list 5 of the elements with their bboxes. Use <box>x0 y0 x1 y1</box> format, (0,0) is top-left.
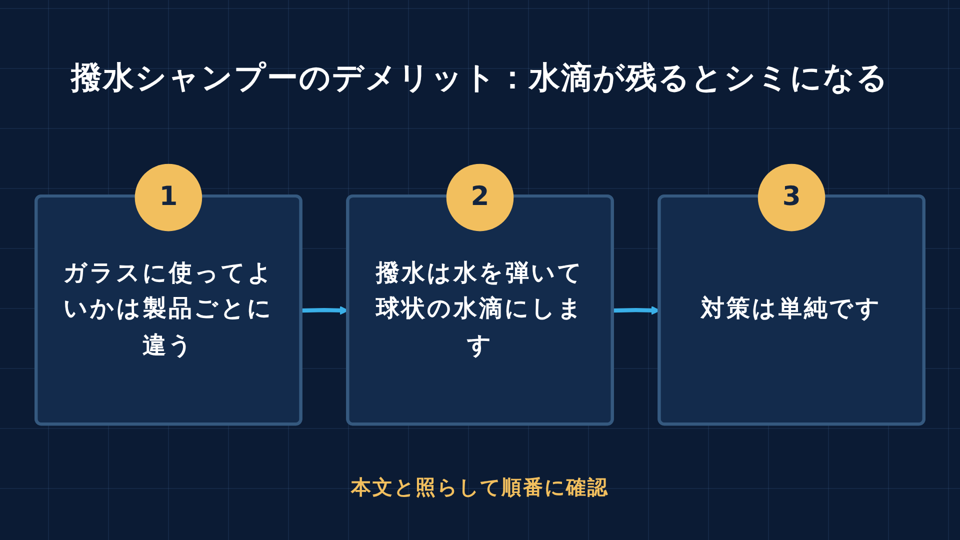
node-circle: 3 <box>758 164 826 232</box>
node-circle: 2 <box>446 164 514 232</box>
title: 撥水シャンプーのデメリット：水滴が残るとシミになる <box>71 59 889 98</box>
node-circle: 1 <box>134 164 202 232</box>
caption: 本文と照らして順番に確認 <box>351 474 609 500</box>
